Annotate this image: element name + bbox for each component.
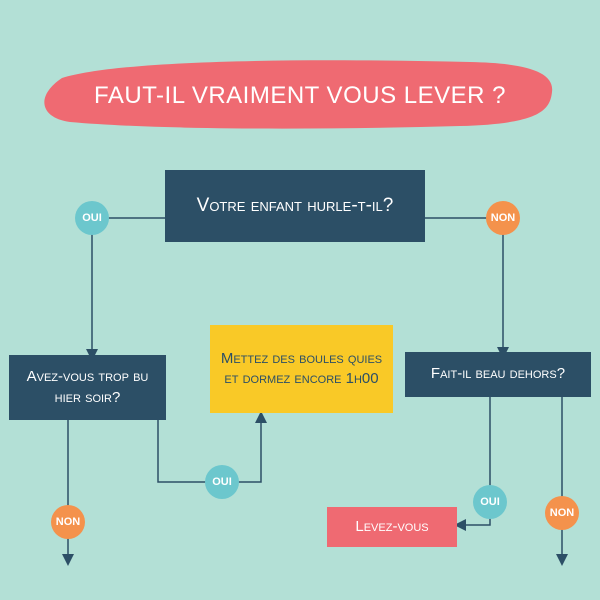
badge-non-top: NON: [486, 201, 520, 235]
result-boules-quies: Mettez des boules quies et dormez encore…: [210, 325, 393, 413]
badge-oui-beau: OUI: [473, 485, 507, 519]
connector-top-oui: [86, 217, 165, 361]
question-trop-bu: Avez-vous trop bu hier soir?: [9, 355, 166, 420]
connector-beau-oui: [454, 397, 491, 531]
result-levez-vous: Levez-vous: [327, 507, 457, 547]
question-beau-dehors: Fait-il beau dehors?: [405, 352, 591, 397]
chart-title: FAUT-IL VRAIMENT VOUS LEVER ?: [94, 82, 506, 109]
connector-top-non: [425, 217, 509, 359]
badge-oui-trop-bu: OUI: [205, 465, 239, 499]
badge-oui-top: OUI: [75, 201, 109, 235]
badge-non-trop-bu: NON: [51, 505, 85, 539]
title-blob: [44, 60, 553, 129]
question-enfant: Votre enfant hurle-t-il?: [165, 170, 425, 242]
title-area: FAUT-IL VRAIMENT VOUS LEVER ?: [0, 0, 600, 140]
badge-non-beau: NON: [545, 496, 579, 530]
